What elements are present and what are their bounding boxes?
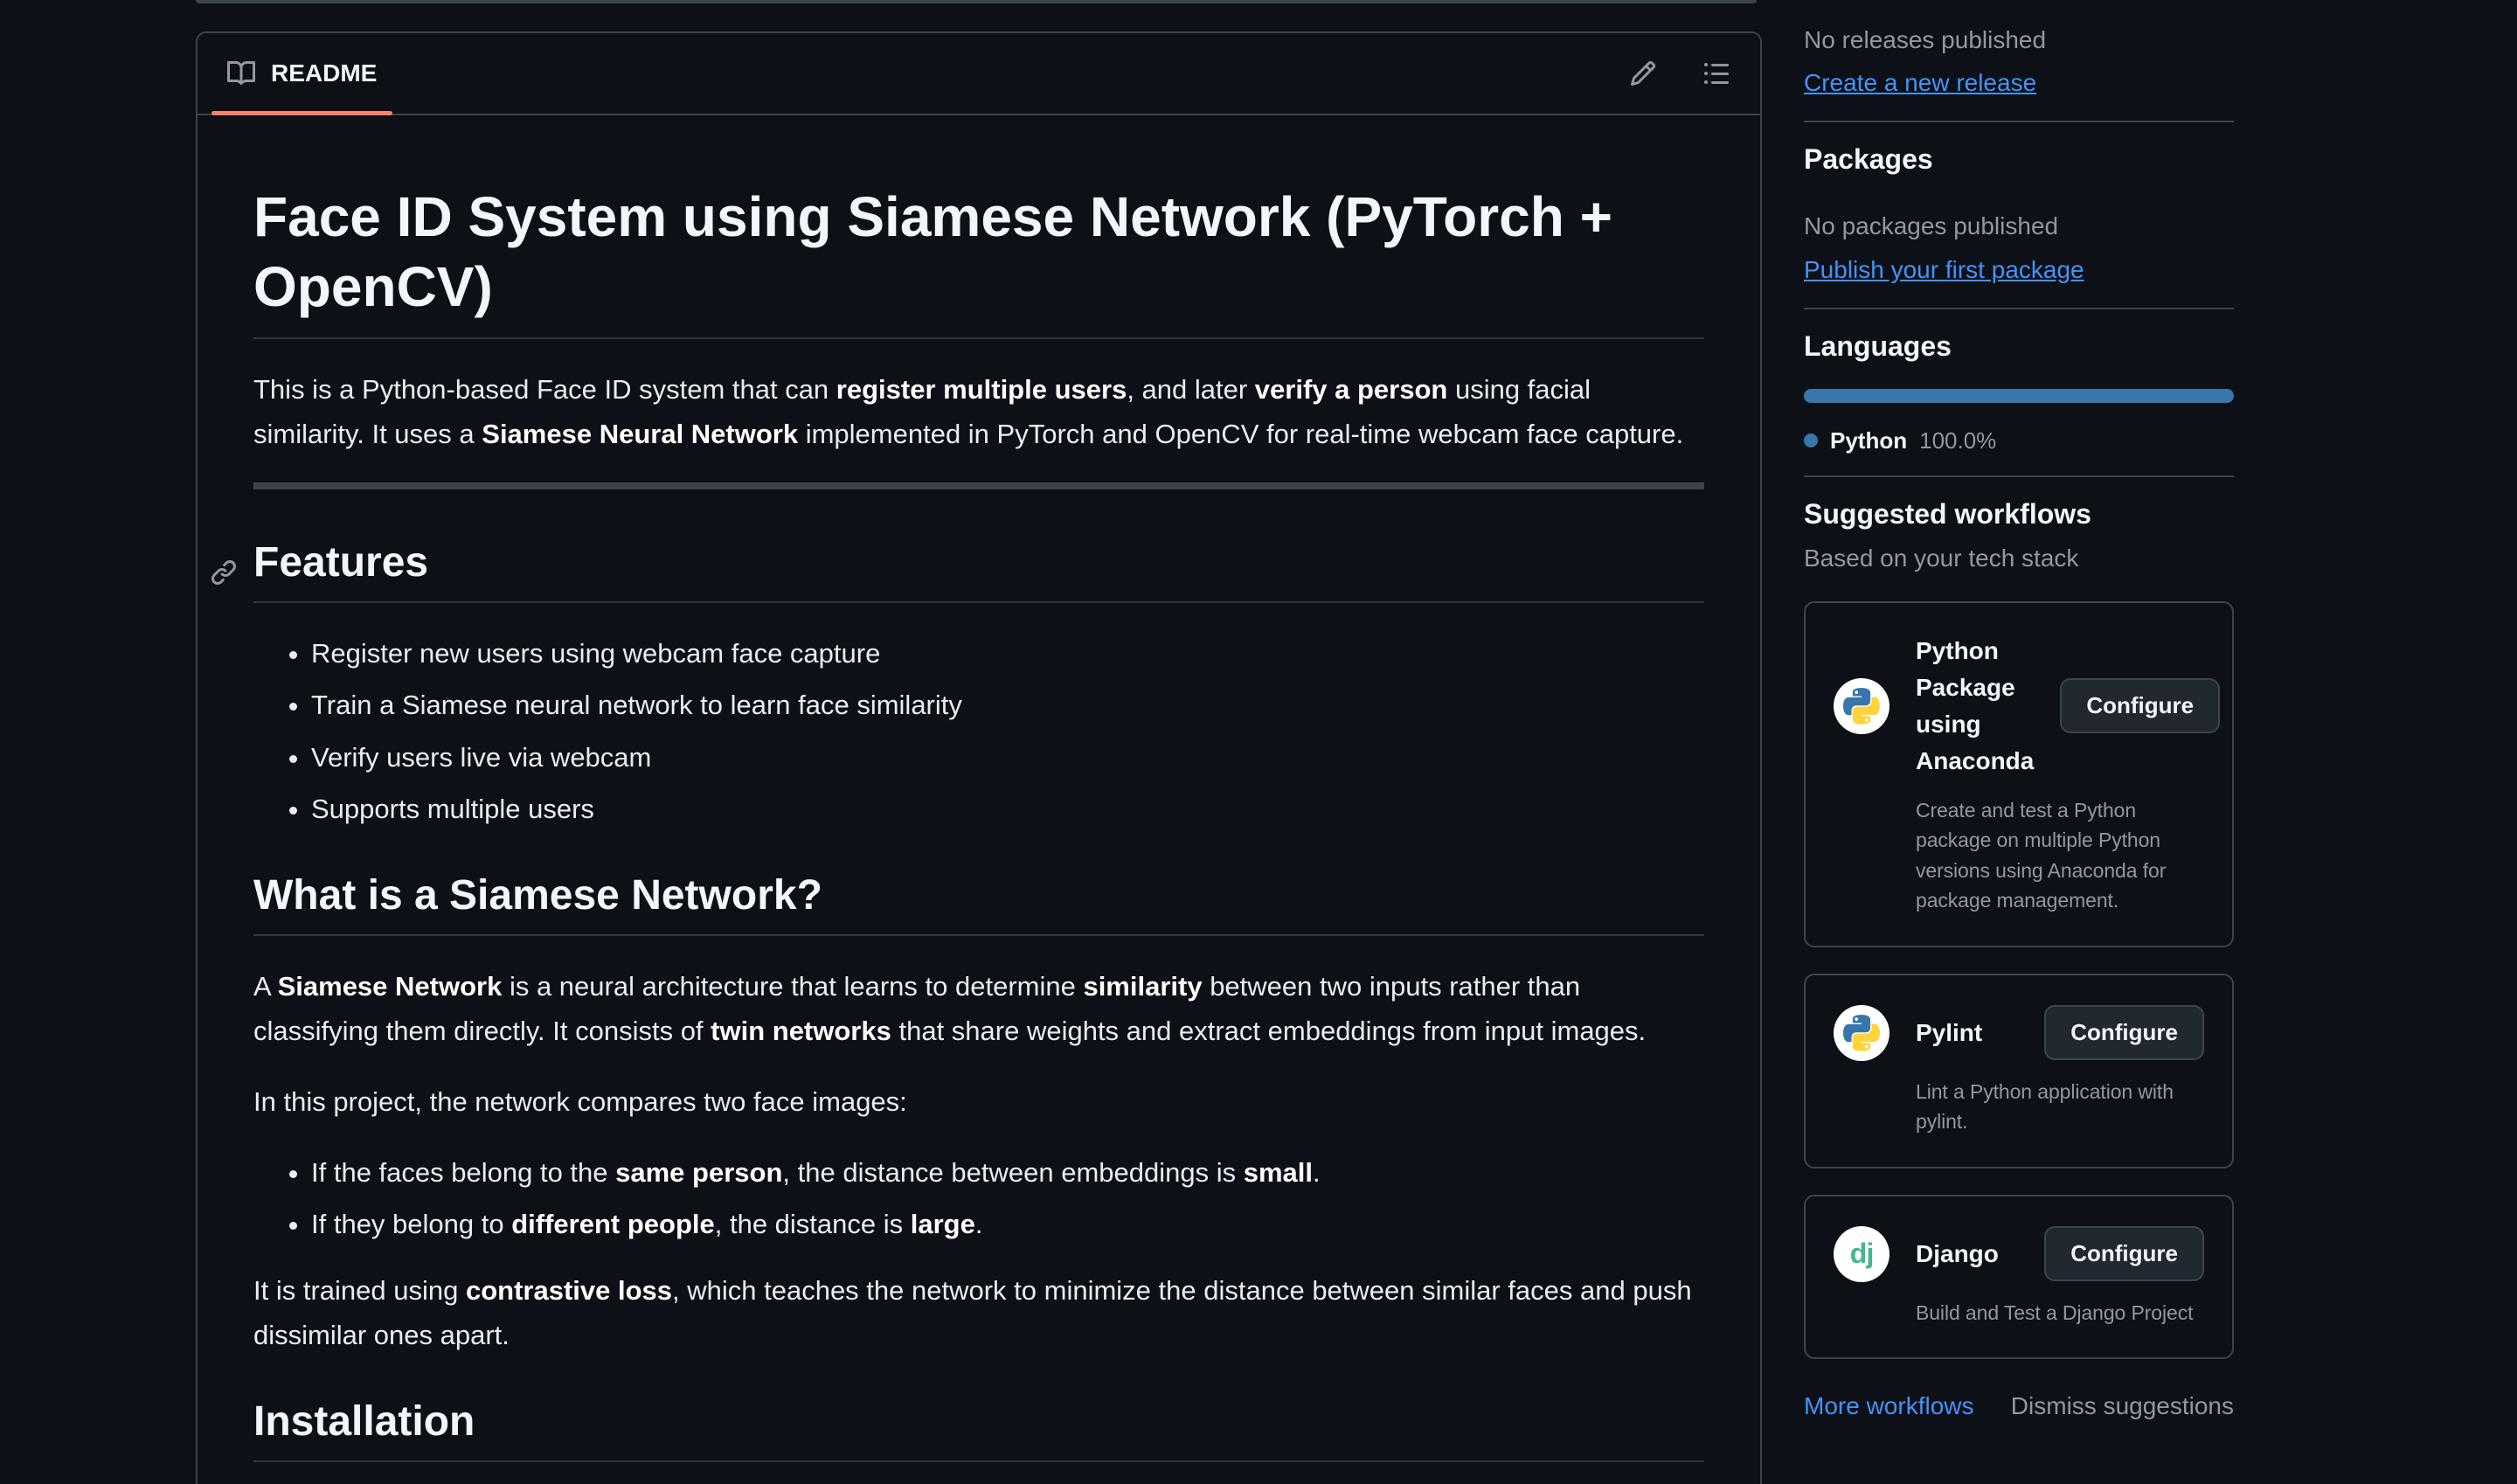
python-logo-icon — [1834, 677, 1889, 734]
workflow-card-description: Lint a Python application with pylint. — [1916, 1079, 2174, 1134]
packages-empty-text: No packages published — [1804, 212, 2059, 240]
readme-panel: README Face ID System using Siamese Netw… — [196, 31, 1762, 1484]
edit-readme-button[interactable] — [1629, 59, 1657, 87]
more-workflows-link[interactable]: More workflows — [1804, 1392, 1974, 1420]
readme-title: Face ID System using Siamese Network (Py… — [253, 182, 1704, 339]
workflow-card-pylint: Pylint Configure Lint a Python applicati… — [1804, 973, 2234, 1168]
link-icon[interactable] — [210, 547, 238, 600]
suggested-workflows-section: Suggested workflows Based on your tech s… — [1804, 477, 2234, 1442]
workflow-card-python-package: Python Package using Anaconda Configure … — [1804, 600, 2234, 947]
readme-content: Face ID System using Siamese Network (Py… — [198, 115, 1760, 1484]
languages-section: Languages Python 100.0% — [1804, 309, 2234, 477]
book-icon — [227, 59, 255, 87]
language-percent: 100.0% — [1919, 426, 1997, 454]
comparison-list: If the faces belong to the same person, … — [253, 1150, 1704, 1246]
python-logo-icon — [1834, 1004, 1889, 1061]
configure-button[interactable]: Configure — [2044, 1005, 2204, 1061]
features-list: Register new users using webcam face cap… — [253, 631, 1704, 831]
list-item: Verify users live via webcam — [311, 735, 1704, 780]
list-item: If they belong to different people, the … — [311, 1202, 1704, 1246]
django-logo-icon: dj — [1834, 1225, 1889, 1282]
workflow-card-description: Create and test a Python package on mult… — [1916, 798, 2167, 912]
list-item: If the faces belong to the same person, … — [311, 1150, 1704, 1195]
readme-panel-header: README — [198, 33, 1760, 115]
list-item: Train a Siamese neural network to learn … — [311, 683, 1704, 727]
language-legend-python[interactable]: Python 100.0% — [1804, 427, 2234, 454]
create-release-link[interactable]: Create a new release — [1804, 69, 2037, 97]
contrastive-paragraph: It is trained using contrastive loss, wh… — [253, 1274, 1692, 1350]
repo-sidebar: No releases published Create a new relea… — [1804, 0, 2234, 1441]
list-unordered-icon — [1702, 59, 1730, 87]
languages-heading: Languages — [1804, 329, 1952, 362]
pencil-icon — [1629, 59, 1657, 87]
project-paragraph: In this project, the network compares tw… — [253, 1086, 907, 1118]
outline-button[interactable] — [1702, 59, 1730, 87]
readme-header-actions — [1629, 59, 1730, 87]
tab-readme[interactable]: README — [211, 33, 393, 115]
features-heading: Features — [211, 537, 1704, 604]
releases-section: No releases published Create a new relea… — [1804, 0, 2234, 123]
divider — [253, 482, 1704, 490]
configure-button[interactable]: Configure — [2044, 1226, 2204, 1282]
releases-empty-text: No releases published — [1804, 26, 2047, 53]
workflow-card-title: Django — [1916, 1239, 1999, 1267]
language-bar-python[interactable] — [1804, 388, 2234, 403]
language-name: Python — [1830, 426, 1908, 454]
publish-package-link[interactable]: Publish your first package — [1804, 255, 2084, 283]
intro-paragraph: This is a Python-based Face ID system th… — [253, 374, 1684, 450]
configure-button[interactable]: Configure — [2060, 678, 2221, 734]
active-tab-indicator — [211, 111, 393, 115]
list-item: Supports multiple users — [311, 787, 1704, 831]
upper-panel-bottom-edge — [196, 0, 1757, 3]
workflow-card-title: Pylint — [1916, 1018, 1983, 1046]
workflows-heading: Suggested workflows — [1804, 497, 2091, 530]
list-item: Register new users using webcam face cap… — [311, 631, 1704, 676]
packages-heading: Packages — [1804, 143, 1933, 176]
packages-section: Packages No packages published Publish y… — [1804, 122, 2234, 309]
siamese-paragraph: A Siamese Network is a neural architectu… — [253, 970, 1647, 1046]
dismiss-suggestions-button[interactable]: Dismiss suggestions — [2010, 1392, 2234, 1420]
tab-readme-label: README — [271, 59, 378, 87]
workflow-card-title: Python Package using Anaconda — [1916, 636, 2035, 774]
workflows-subheading: Based on your tech stack — [1804, 544, 2079, 572]
workflow-card-django: dj Django Configure Build and Test a Dja… — [1804, 1194, 2234, 1360]
workflow-card-description: Build and Test a Django Project — [1916, 1300, 2194, 1324]
workflows-footer: More workflows Dismiss suggestions — [1804, 1392, 2234, 1420]
siamese-heading: What is a Siamese Network? — [253, 870, 1704, 936]
language-dot — [1804, 433, 1818, 448]
installation-heading: Installation — [253, 1396, 1704, 1462]
